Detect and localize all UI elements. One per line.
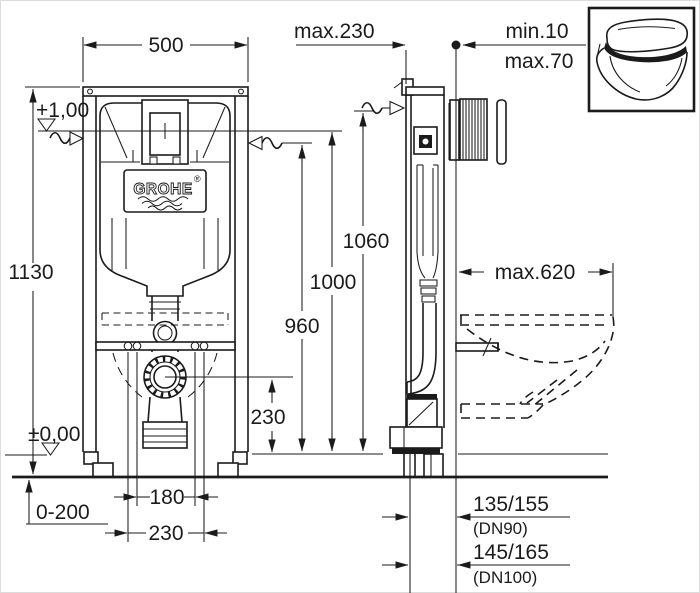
- level-triangle-icon: [40, 442, 61, 456]
- fixing-bolt-icon: [132, 341, 142, 351]
- adjust-range-label: 0-200: [36, 501, 90, 524]
- height-1000-label: 1000: [310, 271, 357, 294]
- depth-max-label: max.230: [294, 20, 375, 43]
- fixing-bolt-icon: [199, 341, 209, 351]
- frame-height-label: 1130: [8, 261, 53, 284]
- wall-finish-max-label: max.70: [505, 50, 574, 73]
- frame-base-plate: [217, 462, 239, 478]
- frame-foot: [232, 451, 248, 465]
- front-view-frame: GROHE ®: [82, 86, 293, 478]
- break-arrow-left: [49, 131, 85, 146]
- actuator-block: [459, 98, 488, 161]
- wc-dashed-outline: [460, 314, 615, 419]
- brand-logo-plate: GROHE ®: [123, 169, 207, 213]
- drain-dn90-note: (DN90): [473, 519, 528, 538]
- stud-spacing-label: 180: [149, 486, 184, 509]
- cistern-side-profile: [416, 164, 439, 303]
- reference-dot-icon: [451, 40, 461, 50]
- water-supply-connection: [413, 126, 438, 155]
- wall-opening-dashed: [101, 312, 229, 326]
- logo-wave: [147, 205, 183, 211]
- level-triangle-icon: [36, 118, 57, 132]
- dim-depth-max: max.230: [294, 20, 407, 84]
- fixing-bolt-icon: [190, 341, 200, 351]
- dim-drain-dn90: 135/155 (DN90): [382, 454, 570, 593]
- break-arrow-right: [247, 135, 312, 151]
- side-view-frame: [389, 40, 615, 593]
- level-zero-label: ±0,00: [28, 423, 80, 446]
- frame-foot: [83, 451, 99, 465]
- break-arrow-side: [361, 100, 406, 116]
- mounting-stud: [455, 337, 499, 357]
- dim-frame-height: 1130: [8, 86, 80, 475]
- dim-height-1060: 1060: [343, 110, 390, 452]
- frame-base-plate: [92, 462, 114, 478]
- dim-drain-dn100: 145/165 (DN100): [382, 541, 570, 587]
- frame-top-bar: [82, 86, 249, 97]
- brand-logo: GROHE: [133, 181, 192, 198]
- side-top-bar: [405, 86, 445, 96]
- drain-elbow: [142, 421, 188, 449]
- dim-height-1000: 1000: [310, 132, 357, 452]
- level-plus-label: +1,00: [36, 99, 89, 122]
- wall-finish-min-label: min.10: [505, 20, 568, 43]
- dim-stud-spacing: 180: [114, 352, 218, 509]
- wc-depth-label: max.620: [495, 261, 576, 284]
- dim-adjust-range: 0-200: [25, 479, 108, 525]
- fixing-bolt-icon: [123, 341, 133, 351]
- height-1060-label: 1060: [343, 230, 390, 253]
- outlet-height-label: 230: [250, 406, 285, 429]
- drain-dn90-label: 135/155: [473, 493, 549, 516]
- anchor-spacing-label: 230: [148, 522, 183, 545]
- actuator-access-shaft: [141, 99, 189, 165]
- dim-height-960: 960: [284, 145, 320, 452]
- dim-wc-depth: max.620: [458, 261, 614, 317]
- corner-screw-icon: [238, 88, 244, 95]
- corner-screw-icon: [87, 88, 93, 95]
- dim-frame-width: 500: [82, 34, 249, 82]
- side-drain-assembly: [389, 303, 444, 478]
- registered-mark: ®: [194, 174, 201, 184]
- dim-outlet-height: 230: [250, 379, 286, 453]
- wall-hung-toilet-icon: [587, 6, 696, 113]
- flush-plate: [496, 99, 507, 165]
- frame-width-label: 500: [148, 34, 183, 57]
- dim-wall-finish: min.10 max.70: [462, 20, 586, 73]
- waste-outlet: [112, 352, 293, 449]
- logo-wave: [137, 196, 189, 202]
- lower-crossbar: [95, 341, 236, 351]
- drain-dn100-label: 145/165: [473, 541, 549, 564]
- logo-wave: [141, 200, 183, 207]
- actuator-frame: [449, 99, 460, 161]
- level-marks: +1,00 ±0,00: [5, 99, 406, 456]
- drain-dn100-note: (DN100): [473, 568, 537, 587]
- dim-anchor-spacing: 230: [105, 352, 227, 545]
- height-960-label: 960: [284, 315, 319, 338]
